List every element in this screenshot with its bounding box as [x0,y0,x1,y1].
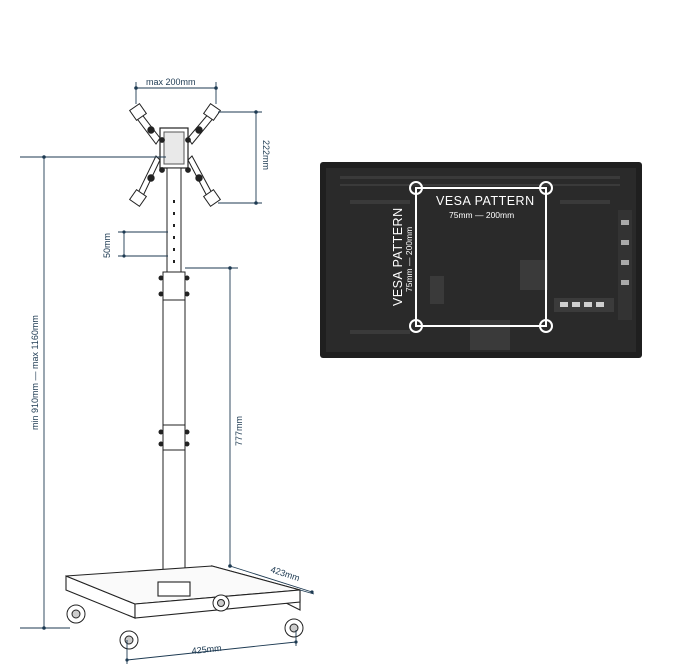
dim-bracket-height: 222mm [261,140,271,170]
dim-adjust-step: 50mm [102,233,112,258]
monitor-back: VESA PATTERN 75mm — 200mm VESA PATTERN 7… [320,162,642,358]
vesa-title-vertical: VESA PATTERN [391,207,405,306]
pole-knobs [158,275,190,447]
dim-base-width: 425mm [191,643,222,656]
dim-total-height: min 910mm — max 1160mm [30,315,40,430]
port-panel [554,210,632,320]
pole-holes-upper [173,200,175,263]
vesa-range-horizontal: 75mm — 200mm [449,210,514,220]
vesa-square [415,187,547,327]
monitor-vents [340,176,620,350]
lower-pole [162,271,186,591]
stand-base [65,565,301,619]
upper-pole [166,167,182,274]
dim-max-width: max 200mm [146,77,196,87]
vesa-title-horizontal: VESA PATTERN [436,194,535,208]
vesa-bracket [128,102,222,208]
tv-stand-drawing [65,102,304,650]
dim-pole-height: 777mm [234,416,244,446]
vesa-mount-points [409,181,553,333]
casters [66,594,304,650]
dimension-lines [20,82,315,664]
vesa-range-vertical: 75mm — 200mm [404,227,414,292]
